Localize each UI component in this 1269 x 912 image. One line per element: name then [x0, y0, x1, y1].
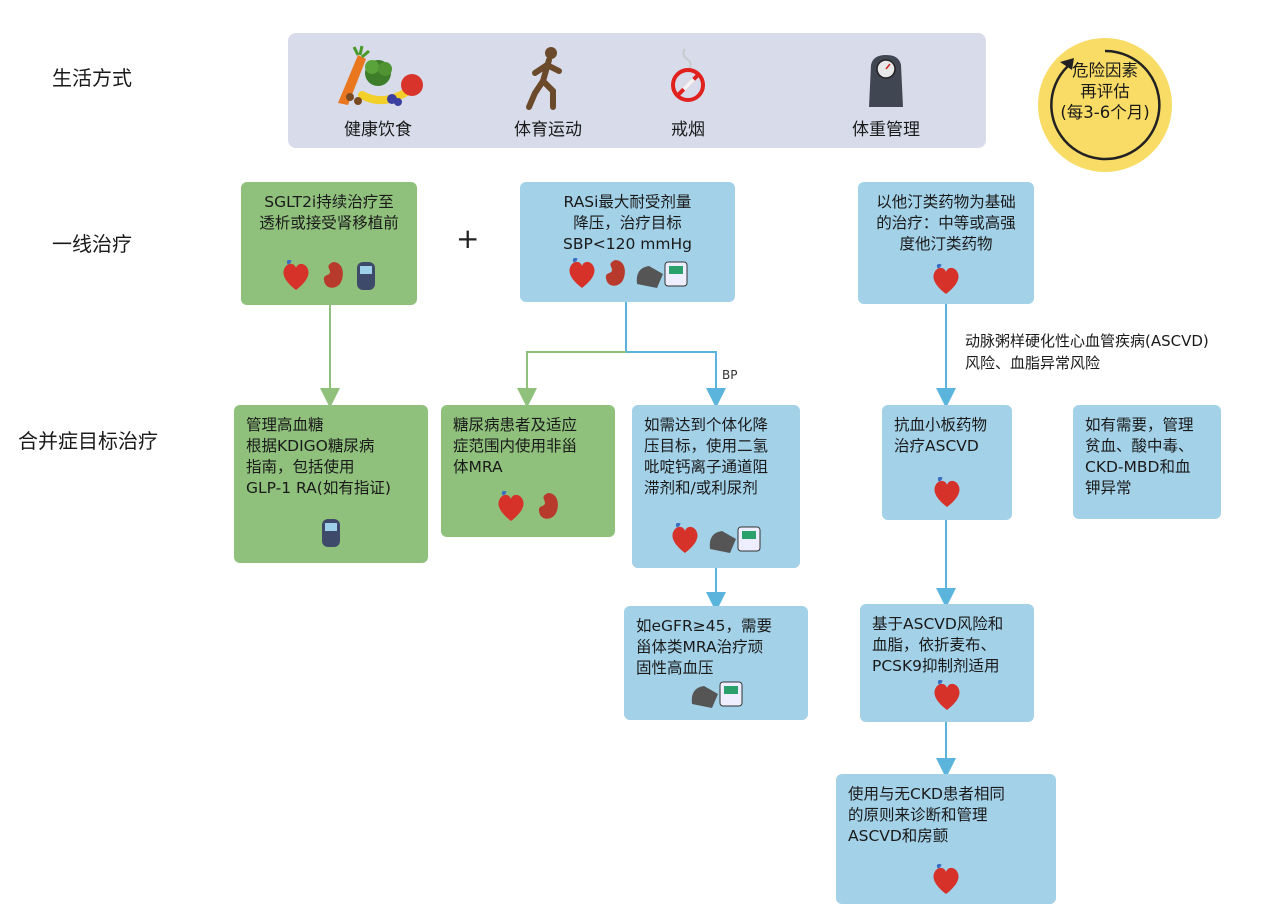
blood-pressure-monitor-icon	[636, 261, 687, 288]
box-sglt2i-icons	[241, 260, 417, 292]
row-label-comorbidity: 合并症目标治疗	[18, 429, 158, 453]
glucose-meter-icon	[322, 519, 340, 547]
box-sglt2i-text: SGLT2i持续治疗至 透析或接受肾移植前	[259, 193, 399, 232]
risk-reevaluation-circle: 危险因素 再评估 (每3-6个月)	[1038, 38, 1172, 172]
box-statin: 以他汀类药物为基础 的治疗：中等或高强 度他汀类药物	[858, 182, 1034, 304]
heart-icon	[672, 523, 698, 553]
box-mra-icons	[441, 491, 615, 523]
cycle-arrow-icon	[1050, 49, 1161, 161]
lifestyle-item-weight: 体重管理	[816, 33, 956, 148]
blood-pressure-monitor-icon	[691, 681, 743, 708]
no-smoking-icon	[671, 48, 705, 102]
box-sglt2i: SGLT2i持续治疗至 透析或接受肾移植前	[241, 182, 417, 305]
box-bp-target-icons	[632, 523, 800, 555]
lifestyle-band: 健康饮食 体育运动 戒烟 体重管理	[288, 33, 986, 148]
lifestyle-item-smoking: 戒烟	[618, 33, 758, 148]
heart-icon	[934, 680, 960, 710]
box-bp-target-text: 如需达到个体化降 压目标，使用二氢 吡啶钙离子通道阻 滞剂和/或利尿剂	[644, 416, 769, 497]
box-statin-text: 以他汀类药物为基础 的治疗：中等或高强 度他汀类药物	[876, 193, 1016, 253]
box-egfr-icons	[624, 678, 808, 710]
box-rasi-icons	[520, 258, 735, 290]
plus-sign: +	[456, 222, 480, 255]
lifestyle-item-diet: 健康饮食	[308, 33, 448, 148]
heart-icon	[568, 258, 595, 288]
box-glucose: 管理高血糖 根据KDIGO糖尿病 指南，包括使用 GLP-1 RA(如有指证)	[234, 405, 428, 563]
box-egfr-text: 如eGFR≥45，需要 甾体类MRA治疗顽 固性高血压	[636, 617, 772, 677]
blood-pressure-monitor-icon	[709, 526, 761, 553]
healthy-food-icon	[338, 45, 423, 106]
box-mra: 糖尿病患者及适应 症范围内使用非甾 体MRA	[441, 405, 615, 537]
kidney-icon	[538, 493, 558, 519]
kidney-icon	[323, 262, 343, 288]
running-person-icon	[526, 47, 562, 110]
box-ezetimibe: 基于ASCVD风险和 血脂，依折麦布、 PCSK9抑制剂适用	[860, 604, 1034, 722]
glucose-meter-icon	[357, 262, 375, 290]
box-statin-icons	[858, 264, 1034, 296]
arrow-rasi-to-mra	[517, 351, 626, 408]
box-manage-other: 如有需要，管理 贫血、酸中毒、 CKD-MBD和血 钾异常	[1073, 405, 1221, 519]
box-mra-text: 糖尿病患者及适应 症范围内使用非甾 体MRA	[453, 416, 578, 476]
ascvd-risk-note: 动脉粥样硬化性心血管疾病(ASCVD) 风险、血脂异常风险	[965, 332, 1209, 372]
heart-icon	[933, 864, 959, 894]
box-egfr: 如eGFR≥45，需要 甾体类MRA治疗顽 固性高血压	[624, 606, 808, 720]
heart-icon	[934, 477, 960, 507]
box-bp-target: 如需达到个体化降 压目标，使用二氢 吡啶钙离子通道阻 滞剂和/或利尿剂	[632, 405, 800, 568]
arrow-rasi-to-bp	[626, 351, 726, 408]
weight-scale-icon	[869, 55, 903, 107]
box-same-principles: 使用与无CKD患者相同 的原则来诊断和管理 ASCVD和房颤	[836, 774, 1056, 904]
box-ezetimibe-text: 基于ASCVD风险和 血脂，依折麦布、 PCSK9抑制剂适用	[872, 615, 1004, 675]
heart-icon	[283, 260, 309, 290]
lifestyle-label-weight: 体重管理	[852, 120, 920, 140]
box-glucose-text: 管理高血糖 根据KDIGO糖尿病 指南，包括使用 GLP-1 RA(如有指证)	[246, 416, 391, 497]
bp-label: BP	[722, 368, 738, 382]
row-label-lifestyle: 生活方式	[52, 66, 132, 90]
lifestyle-label-diet: 健康饮食	[344, 120, 412, 140]
box-glucose-icons	[234, 517, 428, 549]
lifestyle-item-exercise: 体育运动	[478, 33, 618, 148]
box-ezetimibe-icons	[860, 680, 1034, 712]
lifestyle-label-smoking: 戒烟	[671, 120, 705, 140]
box-antiplatelet-text: 抗血小板药物 治疗ASCVD	[894, 416, 988, 455]
heart-icon	[498, 491, 524, 521]
row-label-first-line: 一线治疗	[52, 232, 132, 256]
lifestyle-label-exercise: 体育运动	[514, 120, 582, 140]
box-rasi: RASi最大耐受剂量 降压，治疗目标 SBP<120 mmHg	[520, 182, 735, 302]
heart-icon	[933, 264, 959, 294]
box-same-principles-text: 使用与无CKD患者相同 的原则来诊断和管理 ASCVD和房颤	[848, 785, 1005, 845]
risk-reevaluation-text: 危险因素 再评估 (每3-6个月)	[1060, 61, 1150, 122]
box-rasi-text: RASi最大耐受剂量 降压，治疗目标 SBP<120 mmHg	[562, 193, 692, 253]
kidney-icon	[605, 260, 625, 286]
box-manage-other-text: 如有需要，管理 贫血、酸中毒、 CKD-MBD和血 钾异常	[1085, 416, 1194, 497]
box-same-principles-icons	[836, 864, 1056, 896]
box-antiplatelet-icons	[882, 477, 1012, 509]
box-antiplatelet: 抗血小板药物 治疗ASCVD	[882, 405, 1012, 520]
